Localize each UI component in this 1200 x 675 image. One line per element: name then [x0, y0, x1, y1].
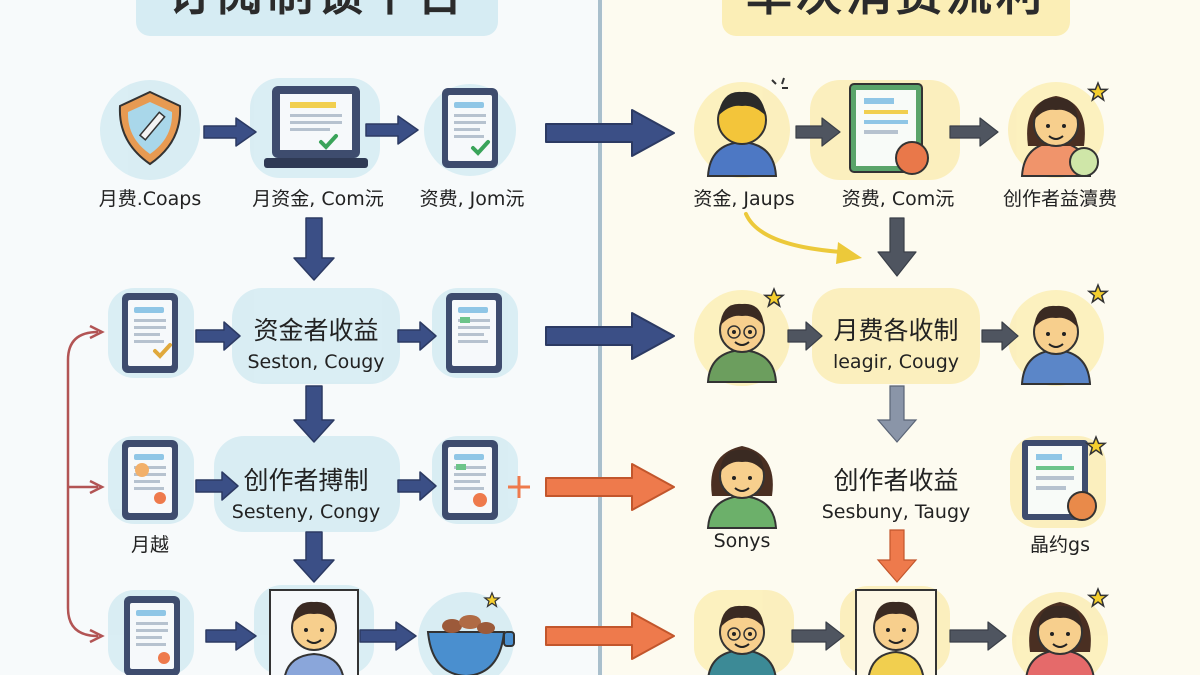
- left-row1-label-2: 月资金, Com沅: [252, 188, 384, 210]
- right-row2-title: 月费各收制: [833, 316, 959, 345]
- left-title-banner: 订阅制锁平台: [136, 0, 498, 36]
- right-row3-title: 创作者收益: [833, 466, 959, 495]
- left-row2-subtitle: Seston, Cougy: [247, 351, 385, 373]
- left-row3-subtitle: Sesteny, Congy: [231, 501, 381, 523]
- right-row2-subtitle: leagir, Cougy: [832, 351, 960, 373]
- right-title-banner: 单次消费流利: [722, 0, 1070, 36]
- left-row2-title: 资金者收益: [253, 316, 379, 345]
- right-row3-subtitle: Sesbuny, Taugy: [821, 501, 971, 523]
- shield-pencil-icon: [118, 90, 182, 166]
- left-row3-side-label: 月越: [130, 534, 170, 556]
- right-row3-left-label: Sonys: [713, 530, 771, 552]
- notebook-icon: [849, 83, 929, 175]
- right-row3-right-label: 晶约gs: [1030, 534, 1090, 556]
- bowl-icon: [426, 615, 515, 675]
- left-title: 订阅制锁平台: [136, 0, 498, 24]
- right-row1-label-2: 资费, Com沅: [841, 188, 955, 210]
- tablet-icon: [442, 88, 498, 168]
- right-row1-label-3: 创作者益瀆费: [1002, 188, 1118, 210]
- left-row1-label-3: 资费, Jom沅: [419, 188, 525, 210]
- laptop-icon: [264, 86, 368, 168]
- right-title: 单次消费流利: [722, 0, 1070, 24]
- left-row3-title: 创作者搏制: [243, 466, 369, 495]
- right-row1-label-1: 资金, Jaups: [693, 188, 795, 210]
- left-row1-label-1: 月费.Coaps: [98, 188, 202, 210]
